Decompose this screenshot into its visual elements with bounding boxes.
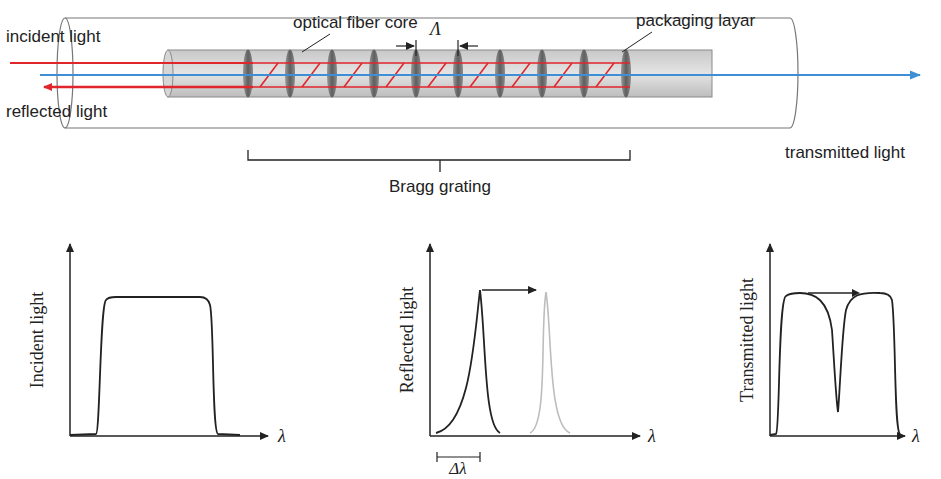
- grating-plane: [495, 50, 505, 98]
- grating-plane: [243, 50, 253, 98]
- grating-plane: [285, 50, 295, 98]
- axis-label: Transmitted light: [738, 278, 758, 402]
- incident-spectrum-chart: [70, 244, 268, 436]
- grating-plane: [537, 50, 547, 98]
- ray-label: transmitted light: [785, 144, 905, 163]
- axis-label: λ: [278, 427, 286, 447]
- grating-plane: [621, 50, 631, 98]
- part-label: Bragg grating: [389, 178, 491, 197]
- leader-line: [302, 34, 330, 52]
- incident-ray: [10, 62, 253, 64]
- transmitted-spectrum-chart: [770, 244, 905, 436]
- dimension-label: Δλ: [449, 460, 466, 479]
- period-marker: [396, 40, 478, 56]
- grating-plane: [453, 50, 463, 98]
- reflected-ray: [44, 86, 253, 89]
- part-label: optical fiber core: [293, 14, 418, 33]
- axis-label: Incident light: [28, 292, 48, 388]
- grating-plane: [327, 50, 337, 98]
- reflection-path: [253, 86, 630, 88]
- fiber-core: [163, 50, 712, 97]
- packaging-tube: [57, 18, 798, 128]
- axis-label: Reflected light: [398, 287, 418, 393]
- leader-line: [622, 32, 652, 52]
- ray-label: incident light: [6, 28, 101, 47]
- ray-label: reflected light: [6, 103, 107, 122]
- grating-plane: [369, 50, 379, 98]
- dimension-label: Λ: [430, 20, 441, 40]
- grating-plane: [579, 50, 589, 98]
- reflected-spectrum-chart: [430, 244, 640, 462]
- grating-plane: [411, 50, 421, 98]
- grating-bracket: [248, 150, 630, 172]
- axis-label: λ: [648, 427, 656, 447]
- axis-label: λ: [912, 427, 920, 447]
- grating-planes: [243, 50, 631, 98]
- reflection-path: [253, 62, 630, 64]
- part-label: packaging layar: [636, 12, 755, 31]
- transmitted-ray: [40, 74, 920, 76]
